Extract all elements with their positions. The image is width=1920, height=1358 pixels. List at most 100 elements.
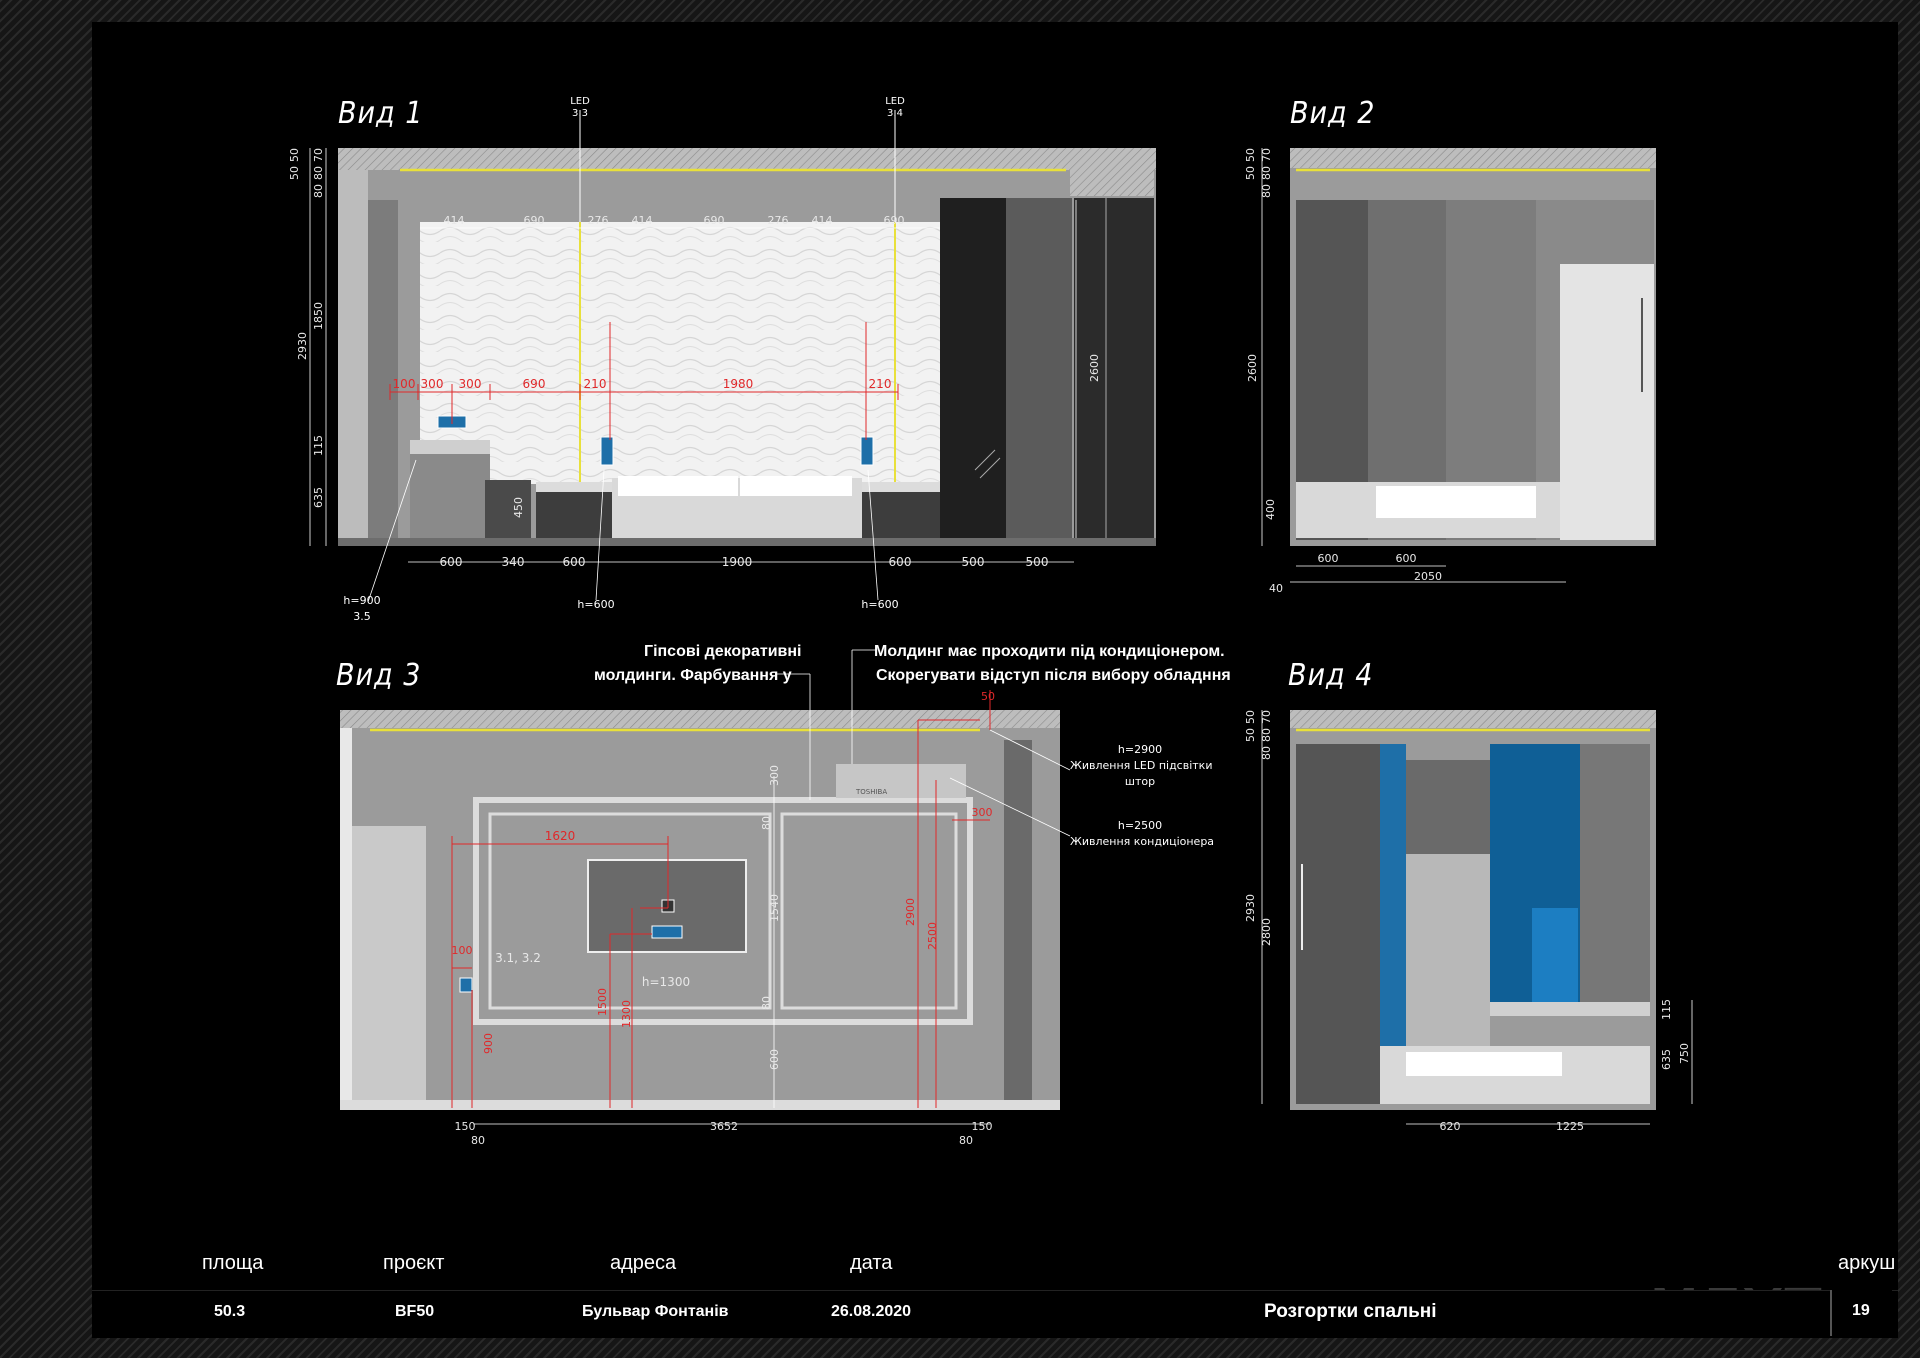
note-text: h=900 [343,594,380,607]
dim-text: 2930 [1244,894,1257,922]
dim-text: h=1300 [642,975,690,989]
v1-ceiling [338,148,1156,170]
v3-door [352,826,426,1108]
dim-text: 2600 [1088,354,1101,382]
dim-text: 1850 [312,302,325,330]
label-date: дата [850,1252,893,1274]
note-text: h=600 [861,598,898,611]
dim-text: 80 [1260,184,1273,198]
v4-dims: 50 50 80 80 70 2930 2800 115 635 750 620… [1244,710,1691,1133]
v1-top-dims: 414 690 276 414 690 276 414 690 [444,214,905,227]
dim-text: 80 [1260,746,1273,760]
note-led-power-1: Живлення LED підсвітки [1070,759,1213,772]
dim-text: 620 [1440,1120,1461,1133]
dim-text: 2930 [296,332,309,360]
led-label: LED [885,96,905,107]
dim-text: 400 [1264,499,1277,520]
v1-wardrobe-door [1006,198,1072,538]
v1-left-panel [368,200,398,546]
value-address: Бульвар Фонтанів [582,1303,729,1320]
dim-text: 2900 [904,898,917,926]
dim-text: 276 [588,214,609,227]
v1-bottom-dims: 600 340 600 1900 600 500 500 [440,555,1049,569]
value-date: 26.08.2020 [831,1303,912,1320]
dim-text: 70 [312,148,325,162]
note-led-power-2: штор [1124,775,1156,788]
v1-led-labels: LED 3.3 LED 3.4 [570,96,905,119]
dim-text: 80 [760,996,773,1010]
v1-ceiling-box [1070,150,1154,196]
dim-text: 450 [512,497,525,518]
v3-dims: 300 80 1540 80 600 h=1300 3.1, 3.2 150 3… [455,765,993,1147]
dim-text: 1500 [596,988,609,1016]
v1-notes: h=900 3.5 h=600 h=600 [343,594,898,623]
dim-text: 635 [1660,1049,1673,1070]
dim-text: 50 [1244,166,1257,180]
ac-brand: TOSHIBA [855,788,887,796]
v3-molding-frame [473,797,973,1025]
dim-text: 50 [288,166,301,180]
dim-text: 50 [981,690,995,703]
dim-text: 600 [440,555,463,569]
dim-text: 80 [1260,166,1273,180]
v2-ceiling [1290,148,1656,168]
v4-blue-panel-1 [1380,744,1406,1054]
dim-text: 600 [768,1049,781,1070]
v1-wardrobe-right [1074,198,1154,538]
note-ac-power: Живлення кондиціонера [1070,835,1215,848]
dim-text: 1620 [545,829,576,843]
dim-text: 3652 [710,1120,738,1133]
led-label: 3.4 [887,108,903,119]
dim-text: 414 [632,214,653,227]
dim-text: 50 [1244,710,1257,724]
value-project: BF50 [395,1303,435,1320]
v1-chair [485,480,531,538]
dim-text: 115 [312,435,325,456]
label-sheet: аркуш [1838,1252,1896,1274]
dim-text: 900 [482,1033,495,1054]
dim-text: 100 [452,944,473,957]
note-text: 3.5 [353,610,371,623]
dim-text: 600 [1318,552,1339,565]
dim-text: 80 [471,1134,485,1147]
v4-ceiling [1290,710,1656,728]
note-ac-2: Скорегувати відступ після вибору обладнн… [876,667,1231,684]
dim-text: 600 [889,555,912,569]
view-3-title: Вид 3 [336,658,422,693]
dim-text: 300 [972,806,993,819]
dim-text: 300 [768,765,781,786]
dim-text: 50 [1244,728,1257,742]
dim-text: 690 [884,214,905,227]
dim-text: 2500 [926,922,939,950]
dim-text: 150 [972,1120,993,1133]
dim-text: 750 [1678,1043,1691,1064]
v3-air-conditioner [836,764,966,798]
dim-text: 1540 [768,894,781,922]
dim-text: 690 [704,214,725,227]
view-1 [309,110,1156,603]
dim-text: 80 [1260,728,1273,742]
dim-text: 80 [312,184,325,198]
dim-text: 100 [393,377,416,391]
dim-text: 80 [760,816,773,830]
dim-text: 300 [459,377,482,391]
v1-desk [410,440,490,538]
dim-text: 80 [959,1134,973,1147]
v3-red-dims: 50 1620 100 300 2900 2500 1500 1300 900 [452,690,996,1054]
view-1-title: Вид 1 [338,96,424,131]
value-sheet: 19 [1852,1302,1870,1319]
v2-wardrobe-side [1560,264,1654,540]
note-text: h=600 [577,598,614,611]
dim-text: 414 [444,214,465,227]
dim-text: 690 [524,214,545,227]
dim-text: 600 [563,555,586,569]
note-led-height: h=2900 [1117,743,1163,756]
dim-text: 635 [312,487,325,508]
view-4 [1261,710,1693,1125]
view-2 [1261,148,1656,583]
dim-text: 300 [421,377,444,391]
dim-text: 40 [1269,582,1283,595]
v3-socket-tv [651,925,683,939]
dim-text: 70 [1260,148,1273,162]
dim-text: 276 [768,214,789,227]
